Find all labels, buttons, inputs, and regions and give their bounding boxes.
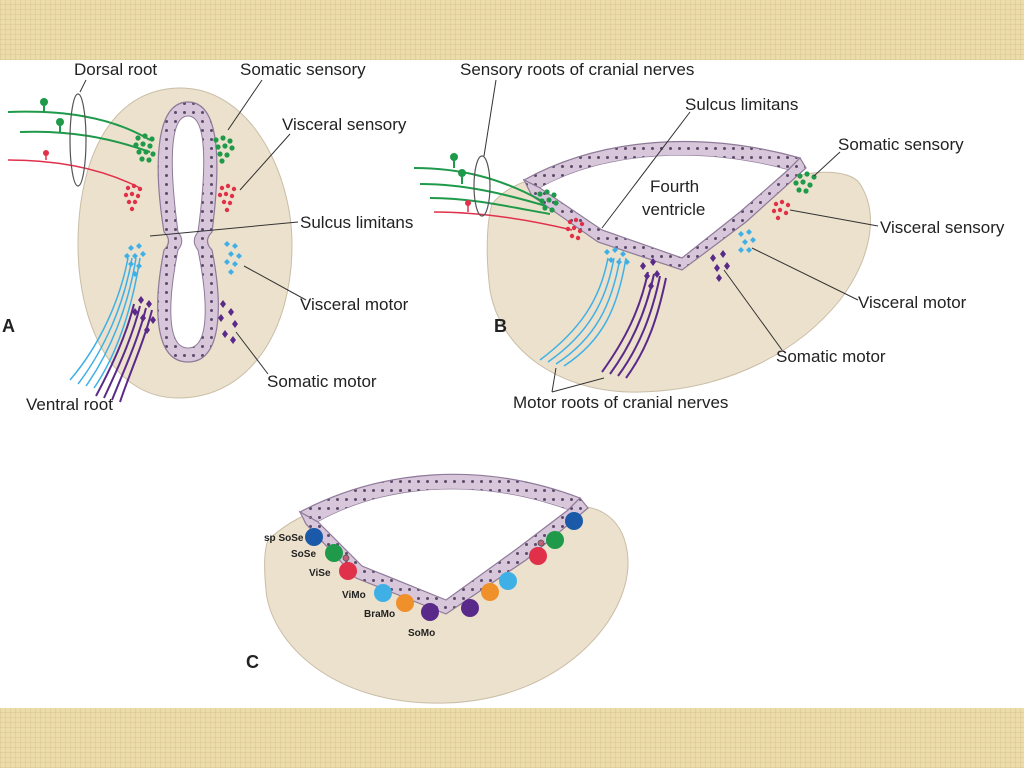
label-visceral-sensory-a: Visceral sensory xyxy=(282,115,407,134)
label-sulcus-limitans-b: Sulcus limitans xyxy=(685,95,798,114)
decorative-top-band xyxy=(0,0,1024,60)
label-vimo: ViMo xyxy=(342,590,366,601)
nucleus-sose-right xyxy=(546,531,564,549)
nucleus-vimo-left xyxy=(374,584,392,602)
nuclei-columns-c xyxy=(305,512,583,621)
nucleus-somo-left xyxy=(421,603,439,621)
nucleus-somo-right xyxy=(461,599,479,617)
label-ventral-root-a: Ventral root xyxy=(26,395,113,414)
panel-letter-a: A xyxy=(2,316,15,336)
visceral-motor-cells-a xyxy=(124,241,242,277)
label-somatic-motor-b: Somatic motor xyxy=(776,347,886,366)
somatic-sensory-cells-b xyxy=(537,171,817,213)
label-somatic-motor-a: Somatic motor xyxy=(267,372,377,391)
somatic-motor-cells-a xyxy=(132,296,238,344)
fourth-ventricle-c xyxy=(318,489,568,600)
label-somatic-sensory-b: Somatic sensory xyxy=(838,135,964,154)
decorative-bottom-band xyxy=(0,708,1024,768)
label-visceral-motor-a: Visceral motor xyxy=(300,295,409,314)
label-somo: SoMo xyxy=(408,628,435,639)
somatic-motor-cells-b xyxy=(640,250,730,290)
nucleus-vimo-right xyxy=(499,572,517,590)
panel-letter-b: B xyxy=(494,316,507,336)
panel-b: Sensory roots of cranial nerves Sulcus l… xyxy=(413,60,1005,412)
nucleus-vise-left xyxy=(339,562,357,580)
fourth-ventricle xyxy=(540,155,788,258)
nucleus-bramo-left xyxy=(396,594,414,612)
nucleus-sose-left xyxy=(325,544,343,562)
nucleus-sp-sose-left xyxy=(305,528,323,546)
visceral-sensory-cells-b xyxy=(565,199,791,241)
somatic-sensory-cells-a xyxy=(133,133,235,164)
label-sp-sose: sp SoSe xyxy=(264,533,304,544)
label-visceral-sensory-b: Visceral sensory xyxy=(880,218,1005,237)
nucleus-bramo-right xyxy=(481,583,499,601)
label-visceral-motor-b: Visceral motor xyxy=(858,293,967,312)
label-vise: ViSe xyxy=(309,568,331,579)
label-motor-roots-b: Motor roots of cranial nerves xyxy=(513,393,728,412)
panel-letter-c: C xyxy=(246,652,259,672)
label-fourth-ventricle-line1: Fourth xyxy=(650,177,699,196)
nucleus-sp-sose-right xyxy=(565,512,583,530)
visceral-sensory-cells-a xyxy=(123,183,237,213)
floor-lining-b xyxy=(522,157,807,271)
label-fourth-ventricle-line2: ventricle xyxy=(642,200,705,219)
label-somatic-sensory-a: Somatic sensory xyxy=(240,60,366,79)
label-bramo: BraMo xyxy=(364,609,395,620)
panel-a: Dorsal root Somatic sensory Visceral sen… xyxy=(2,60,413,414)
nucleus-vise-right xyxy=(529,547,547,565)
label-sose: SoSe xyxy=(291,549,316,560)
label-sensory-roots-b: Sensory roots of cranial nerves xyxy=(460,60,694,79)
visceral-motor-cells-b xyxy=(604,229,756,265)
panel-c: sp SoSe SoSe ViSe ViMo BraMo SoMo C xyxy=(246,473,629,704)
label-dorsal-root-a: Dorsal root xyxy=(74,60,157,79)
label-sulcus-limitans-a: Sulcus limitans xyxy=(300,213,413,232)
